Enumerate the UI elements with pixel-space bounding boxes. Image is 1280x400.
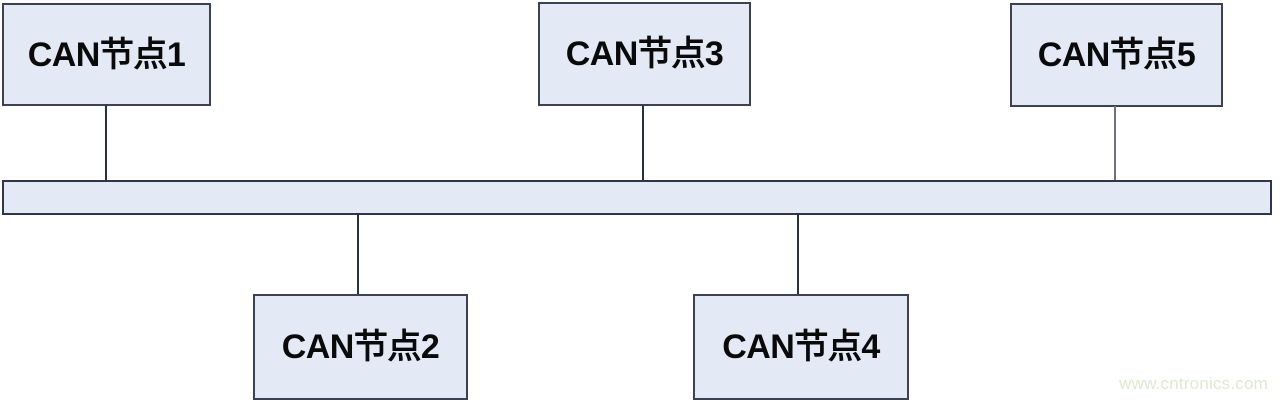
node-label: CAN节点5	[1037, 36, 1196, 74]
node-can-4[interactable]: CAN节点4	[693, 294, 909, 400]
node-can-2[interactable]: CAN节点2	[253, 294, 468, 400]
node-label: CAN节点2	[281, 328, 440, 366]
connector-bus-to-node-can-2	[357, 213, 359, 295]
node-label: CAN节点1	[27, 35, 186, 74]
node-label: CAN节点4	[722, 328, 880, 366]
connector-node-can-3-to-bus	[642, 105, 644, 181]
node-can-5[interactable]: CAN节点5	[1010, 3, 1223, 107]
node-can-3[interactable]: CAN节点3	[538, 2, 751, 106]
node-can-1[interactable]: CAN节点1	[2, 3, 211, 106]
connector-node-can-5-to-bus	[1114, 106, 1116, 181]
connector-node-can-1-to-bus	[105, 105, 107, 181]
watermark: www.cntronics.com	[1119, 374, 1268, 393]
can-bus-bar[interactable]	[2, 180, 1272, 215]
node-label: CAN节点3	[565, 35, 724, 73]
connector-bus-to-node-can-4	[797, 213, 799, 295]
